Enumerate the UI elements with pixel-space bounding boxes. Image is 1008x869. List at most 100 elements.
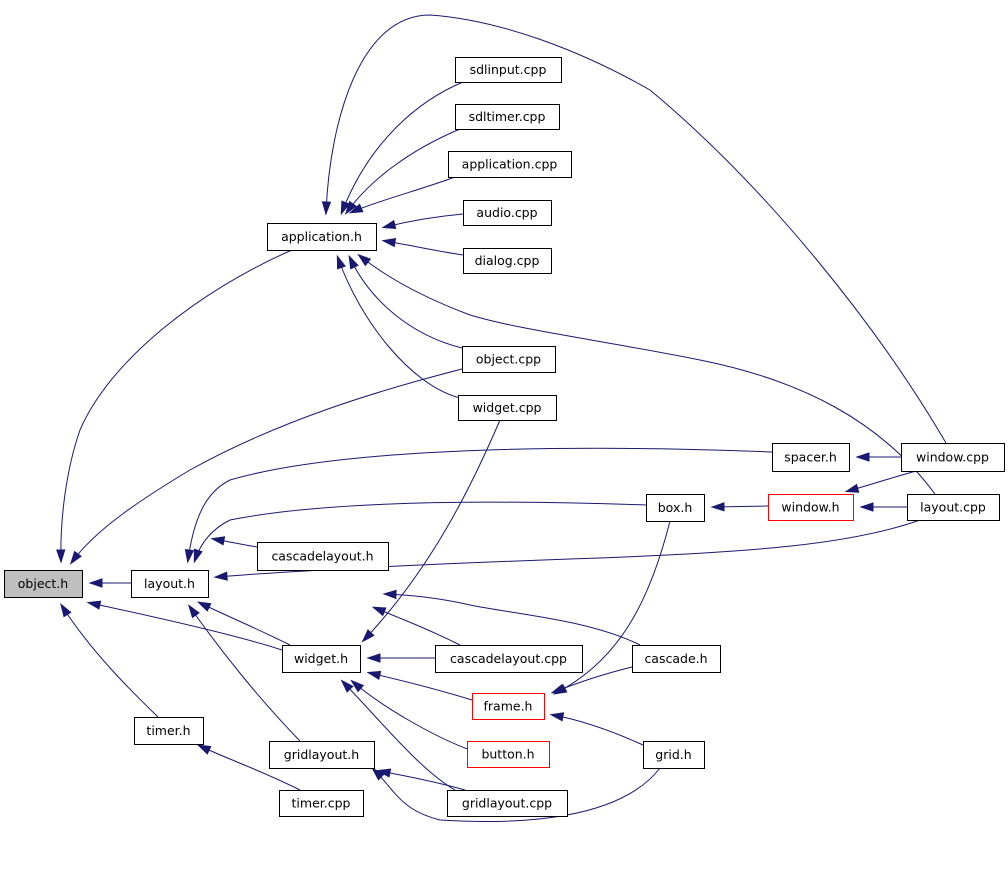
node-audio-cpp[interactable]: audio.cpp (463, 200, 552, 226)
node-window-h[interactable]: window.h (768, 494, 854, 521)
node-label: cascadelayout.h (271, 549, 373, 564)
node-application-cpp[interactable]: application.cpp (448, 151, 572, 178)
arrowhead-icon (88, 578, 103, 588)
node-dialog-cpp[interactable]: dialog.cpp (463, 248, 552, 274)
node-box (772, 443, 850, 472)
arrowhead-icon (184, 548, 195, 564)
node-sdlinput-cpp[interactable]: sdlinput.cpp (455, 57, 562, 83)
node-sdltimer-cpp[interactable]: sdltimer.cpp (455, 104, 560, 130)
edge-frame-h-to-widget-h (369, 672, 473, 701)
node-box (4, 570, 83, 598)
node-label: widget.h (294, 651, 348, 666)
node-box-h[interactable]: box.h (646, 494, 705, 522)
node-box (435, 645, 583, 673)
edge-timer-h-to-object-h (61, 605, 159, 718)
edge-window-cpp-to-window-h (847, 469, 921, 492)
edges-layer (56, 14, 947, 823)
arrowhead-icon (381, 219, 397, 230)
nodes-layer: object.h layout.h application.h sdlinput.cp… (4, 57, 1005, 817)
node-box (131, 570, 209, 598)
node-label: window.h (781, 500, 839, 515)
node-box (458, 395, 557, 421)
node-grid-h[interactable]: grid.h (643, 741, 705, 769)
node-box (768, 494, 854, 521)
node-label: sdltimer.cpp (469, 109, 546, 124)
node-label: layout.cpp (920, 500, 986, 515)
node-box (279, 790, 364, 817)
node-gridlayout-h[interactable]: gridlayout.h (269, 741, 375, 769)
arrowhead-icon (340, 200, 351, 216)
node-label: spacer.h (784, 450, 837, 465)
node-layout-cpp[interactable]: layout.cpp (907, 494, 1000, 521)
node-object-h[interactable]: object.h (4, 570, 83, 598)
edge-widget-h-to-object-h (89, 602, 283, 651)
node-application-h[interactable]: application.h (267, 223, 377, 251)
node-frame-h[interactable]: frame.h (472, 693, 545, 720)
node-label: timer.h (146, 723, 190, 738)
edge-widget-cpp-to-application-h (337, 257, 461, 399)
edge-box-h-to-layout-h (194, 501, 647, 561)
node-object-cpp[interactable]: object.cpp (462, 346, 556, 373)
node-widget-cpp[interactable]: widget.cpp (458, 395, 557, 421)
arrowhead-icon (855, 452, 870, 462)
edge-application-cpp-to-application-h (351, 176, 456, 213)
node-label: cascadelayout.cpp (450, 651, 567, 666)
node-label: layout.h (144, 576, 195, 591)
node-label: button.h (481, 747, 534, 762)
node-label: cascade.h (644, 651, 707, 666)
arrowhead-icon (193, 548, 203, 564)
node-box (269, 741, 375, 769)
arrowhead-icon (60, 602, 72, 618)
node-box (462, 346, 556, 373)
edge-layout-cpp-to-application-h (359, 255, 936, 495)
arrowhead-icon (196, 744, 212, 755)
node-label: sdlinput.cpp (470, 62, 547, 77)
arrowhead-icon (344, 200, 357, 215)
edge-sdlinput-cpp-to-application-h (341, 81, 464, 213)
node-box (447, 790, 568, 817)
arrowhead-icon (366, 653, 381, 663)
arrowhead-icon (366, 670, 382, 680)
arrowhead-icon (350, 679, 365, 693)
node-label: grid.h (655, 747, 691, 762)
edge-widget-cpp-to-widget-h (363, 419, 501, 641)
node-label: box.h (658, 500, 693, 515)
arrowhead-icon (210, 536, 226, 546)
node-label: gridlayout.h (284, 747, 359, 762)
arrowhead-icon (69, 550, 82, 565)
edge-object-cpp-to-object-h (71, 368, 463, 563)
arrowhead-icon (361, 629, 375, 643)
node-timer-cpp[interactable]: timer.cpp (279, 790, 364, 817)
edge-grid-h-to-gridlayout-h (373, 767, 661, 823)
arrowhead-icon (348, 203, 364, 214)
arrowhead-icon (213, 571, 228, 581)
node-label: application.cpp (462, 157, 558, 172)
edge-gridlayout-cpp-to-widget-h (342, 681, 456, 791)
node-label: application.h (281, 229, 362, 244)
node-box (463, 248, 552, 274)
arrowhead-icon (340, 679, 354, 693)
node-cascadelayout-cpp[interactable]: cascadelayout.cpp (435, 645, 583, 673)
node-box (448, 151, 572, 178)
node-timer-h[interactable]: timer.h (134, 717, 204, 745)
node-layout-h[interactable]: layout.h (131, 570, 209, 598)
node-label: object.cpp (476, 352, 541, 367)
node-widget-h[interactable]: widget.h (282, 645, 361, 673)
node-button-h[interactable]: button.h (467, 741, 550, 768)
node-box (632, 645, 721, 673)
node-window-cpp[interactable]: window.cpp (901, 443, 1005, 472)
node-cascade-h[interactable]: cascade.h (632, 645, 721, 673)
arrowhead-icon (196, 601, 212, 612)
node-spacer-h[interactable]: spacer.h (772, 443, 850, 472)
arrowhead-icon (549, 712, 565, 722)
node-label: window.cpp (916, 450, 989, 465)
node-cascadelayout-h[interactable]: cascadelayout.h (257, 542, 389, 571)
arrowhead-icon (56, 549, 66, 564)
node-box (267, 223, 377, 251)
arrowhead-icon (550, 683, 566, 694)
node-gridlayout-cpp[interactable]: gridlayout.cpp (447, 790, 568, 817)
edge-spacer-h-to-layout-h (187, 447, 773, 561)
arrowhead-icon (381, 238, 397, 248)
node-box (472, 693, 545, 720)
